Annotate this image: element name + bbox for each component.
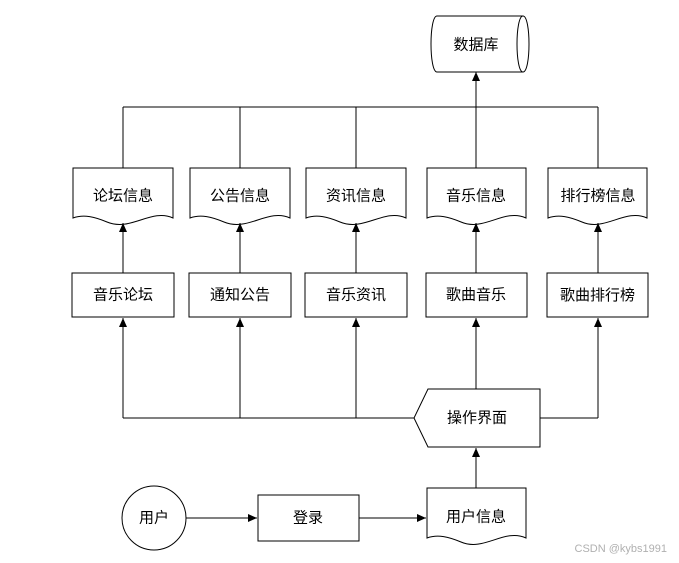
module-label: 歌曲音乐 bbox=[446, 286, 506, 304]
user-info-label: 用户信息 bbox=[446, 508, 506, 526]
document-label: 公告信息 bbox=[210, 187, 270, 205]
document-label: 音乐信息 bbox=[446, 187, 506, 205]
module-label: 音乐资讯 bbox=[326, 286, 386, 304]
document-label: 资讯信息 bbox=[326, 187, 386, 205]
bottom-flow-arrows bbox=[186, 448, 480, 522]
user-node: 用户 bbox=[121, 485, 187, 551]
interface-label: 操作界面 bbox=[447, 409, 507, 427]
interface-to-module-arrows bbox=[119, 318, 602, 419]
document-node-notice: 公告信息 bbox=[189, 167, 291, 225]
database-bus bbox=[122, 72, 599, 168]
module-box-music: 歌曲音乐 bbox=[425, 272, 528, 318]
module-label: 歌曲排行榜 bbox=[559, 286, 635, 304]
login-node: 登录 bbox=[257, 494, 360, 542]
database-label: 数据库 bbox=[453, 36, 498, 54]
module-label: 通知公告 bbox=[210, 286, 270, 304]
module-box-forum: 音乐论坛 bbox=[71, 272, 175, 318]
module-box-news: 音乐资讯 bbox=[304, 272, 408, 318]
interface-node: 操作界面 bbox=[413, 388, 541, 448]
module-box-ranking: 歌曲排行榜 bbox=[546, 272, 649, 318]
document-node-music: 音乐信息 bbox=[426, 167, 527, 225]
document-node-forum: 论坛信息 bbox=[72, 167, 174, 225]
user-label: 用户 bbox=[139, 509, 169, 527]
document-node-news: 资讯信息 bbox=[305, 167, 407, 225]
module-box-notice: 通知公告 bbox=[188, 272, 292, 318]
module-to-document-arrows bbox=[119, 223, 602, 273]
document-label: 排行榜信息 bbox=[560, 187, 635, 205]
user-info-node: 用户信息 bbox=[426, 487, 527, 545]
database-node: 数据库 bbox=[430, 15, 530, 73]
module-label: 音乐论坛 bbox=[93, 286, 153, 304]
document-label: 论坛信息 bbox=[93, 187, 153, 205]
watermark-text: CSDN @kybs1991 bbox=[575, 543, 667, 555]
document-node-ranking: 排行榜信息 bbox=[547, 167, 648, 225]
login-label: 登录 bbox=[293, 509, 323, 527]
